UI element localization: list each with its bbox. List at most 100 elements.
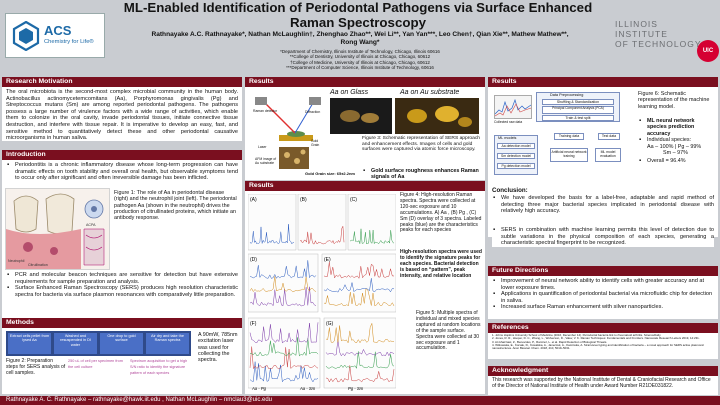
spectrum-line [249, 322, 319, 344]
intro-bullet: Surface Enhanced Raman Spectroscopy (SER… [6, 285, 238, 298]
spectrum-line [249, 361, 319, 383]
footer-contacts: Rathnayake A. C. Rathnayake – rathnayake… [0, 396, 720, 405]
intro-bullet: PCR and molecular beacon techniques are … [6, 272, 238, 285]
spectrum-line [325, 339, 395, 357]
afm-glass-image [330, 98, 392, 134]
spectrum-panel-label: (A) [250, 197, 257, 203]
spectrum-line [249, 260, 317, 279]
spectrum-line [250, 337, 319, 357]
methods-panel: Extract cells pellet from lysed Aa Washe… [2, 328, 242, 394]
references-panel: 1. Johns Hopkins University School of Me… [488, 333, 718, 359]
intro-bullets-2: PCR and molecular beacon techniques are … [6, 272, 238, 298]
ml-box: Shuffling & Standardization [542, 99, 614, 105]
overall-accuracy: Overall = 96.4% [638, 158, 715, 165]
accuracy-list: ML neural network species prediction acc… [638, 118, 715, 143]
figure-6-caption: Figure 6: Schematic representation of th… [638, 91, 710, 110]
acs-hexagon-icon [12, 21, 40, 51]
spectrum-line [249, 276, 317, 293]
ml-box: Training data [554, 133, 584, 140]
raw-data-thumbnail [494, 95, 532, 119]
conclusion-list: We have developed the basis for a label-… [492, 195, 714, 215]
schematic-label: Gold Grain [311, 139, 320, 147]
raw-data-label: Collected raw data [494, 120, 523, 124]
intro-bullet: Periodontitis is a chronic inflammatory … [6, 162, 238, 182]
spectrum-line [325, 351, 395, 370]
methods-flow: Extract cells pellet from lysed Aa Washe… [6, 331, 191, 356]
mixed-species-label: Aa - Sm [299, 386, 316, 391]
flow-step: Extract cells pellet from lysed Aa [8, 333, 51, 354]
iit-wordmark: ILLINOIS INSTITUTE OF TECHNOLOGY [615, 19, 711, 49]
accuracy-values: Aa – 100% | Pg – 99% Sm – 97% [647, 144, 717, 157]
spectrum-panel-label: (C) [350, 197, 357, 203]
reference-item: 2. Jones, R. R., Hooper, D. C., Zhang, L… [492, 336, 700, 341]
raw-spectrum-icon [494, 98, 532, 117]
acknowledgment-heading: Acknowledgment [488, 366, 718, 376]
research-motivation-text: The oral microbiota is the second-most c… [6, 89, 238, 142]
periodontal-diagram-icon [6, 189, 109, 269]
conclusion-heading: Conclusion: [492, 187, 528, 194]
spectrum-panel-label: (D) [250, 257, 257, 263]
ml-box: ML models [498, 136, 517, 140]
flow-step: Washed and resuspended in DI water [54, 333, 97, 354]
ml-box: Aa detection model [497, 143, 535, 149]
spectrum-panel-label: (E) [324, 257, 331, 263]
figure-5-caption: Figure 5: Multiple spectra of individual… [416, 310, 481, 352]
gold-roughness-bullet: Gold surface roughness enhances Raman si… [362, 168, 484, 180]
conclusion-list-2: SERS in combination with machine learnin… [492, 227, 714, 248]
afm-glass-icon [340, 110, 379, 123]
spectrum-line [299, 225, 345, 245]
fig1-label-neutrophil: Neutrophil [8, 259, 25, 263]
affiliation-line: ***Department of Computer Science, Illin… [286, 65, 434, 71]
gold-bullet-list: Gold surface roughness enhances Raman si… [362, 168, 484, 180]
acs-logo: ACS Chemistry for Life® [5, 13, 105, 58]
research-motivation-heading: Research Motivation [2, 77, 242, 87]
reference-item: 3. Al-Ghazzawi, Z., Benevides, P., Ramir… [492, 339, 608, 344]
affiliation-line: †College of Medicine, University of Illi… [290, 59, 430, 65]
spectrum-panel-label: (B) [300, 197, 307, 203]
acknowledgment-panel: This research was supported by the Natio… [488, 376, 718, 395]
future-list: Improvement of neural network ability to… [492, 278, 714, 311]
figure-4-highlight: High-resolution spectra were used to ide… [400, 249, 482, 279]
spectrum-line [249, 286, 317, 307]
references-heading: References [488, 323, 718, 333]
fig1-label-citrullination: Citrullination [28, 263, 48, 267]
flow-step: Air dry and take the Raman spectra [146, 333, 189, 354]
ml-box: Principal Component Analysis (PCA) [542, 106, 614, 114]
ml-box: Artificial neural network training [550, 148, 588, 162]
afm-grain-size: Gold Grain size: 65±2.2nm [305, 171, 355, 176]
iit-line-2: OF TECHNOLOGY [615, 39, 702, 49]
acs-tagline: Chemistry for Life® [44, 39, 94, 45]
results-heading-1: Results [245, 77, 485, 87]
spectrum-line [349, 228, 395, 245]
methods-note-1: 250 uL of cell per specimen from the cel… [68, 359, 123, 369]
spectrum-line [249, 224, 295, 245]
flow-step: One drop to gold surface [100, 333, 143, 354]
laser-text: A 90mW, 785nm excitation laser was used … [198, 332, 238, 364]
schematic-label: Raman detector [253, 109, 278, 113]
introduction-panel: Periodontitis is a chronic inflammatory … [2, 160, 242, 318]
ml-box: Test data [598, 133, 620, 140]
affiliations: *Department of Chemistry, Illinois Insti… [150, 49, 570, 71]
figure-1-caption: Figure 1: The role of Aa in periodontal … [114, 190, 237, 222]
methods-heading: Methods [2, 318, 242, 328]
spectrum-line [323, 261, 395, 279]
fig1-label-acpa: ACPA [86, 223, 96, 227]
figure-4-caption: Figure 4: High-resolution Raman spectra.… [400, 192, 482, 234]
acs-wordmark: ACS [44, 23, 72, 38]
future-item: Applications in quantification of period… [492, 291, 714, 304]
spectrum-line [325, 323, 395, 344]
spectrum-line [325, 365, 395, 383]
figure-1-illustration: Neutrophil ACPA Citrullination [5, 188, 110, 270]
mixed-species-label: Pg - Sm [348, 386, 364, 391]
afm-gold-image [395, 98, 479, 134]
spectrum-panel [297, 193, 347, 251]
overall-list: Overall = 96.4% [638, 158, 715, 165]
sers-schematic: Raman detector Laser Diffraction Gold Gr… [253, 91, 325, 171]
afm-gold-icon [407, 106, 472, 127]
reference-item: 4. Witkowska, E., Korsak, D., Kowalska, … [492, 342, 705, 351]
future-directions-heading: Future Directions [488, 266, 718, 276]
uic-logo: UIC [697, 40, 719, 62]
